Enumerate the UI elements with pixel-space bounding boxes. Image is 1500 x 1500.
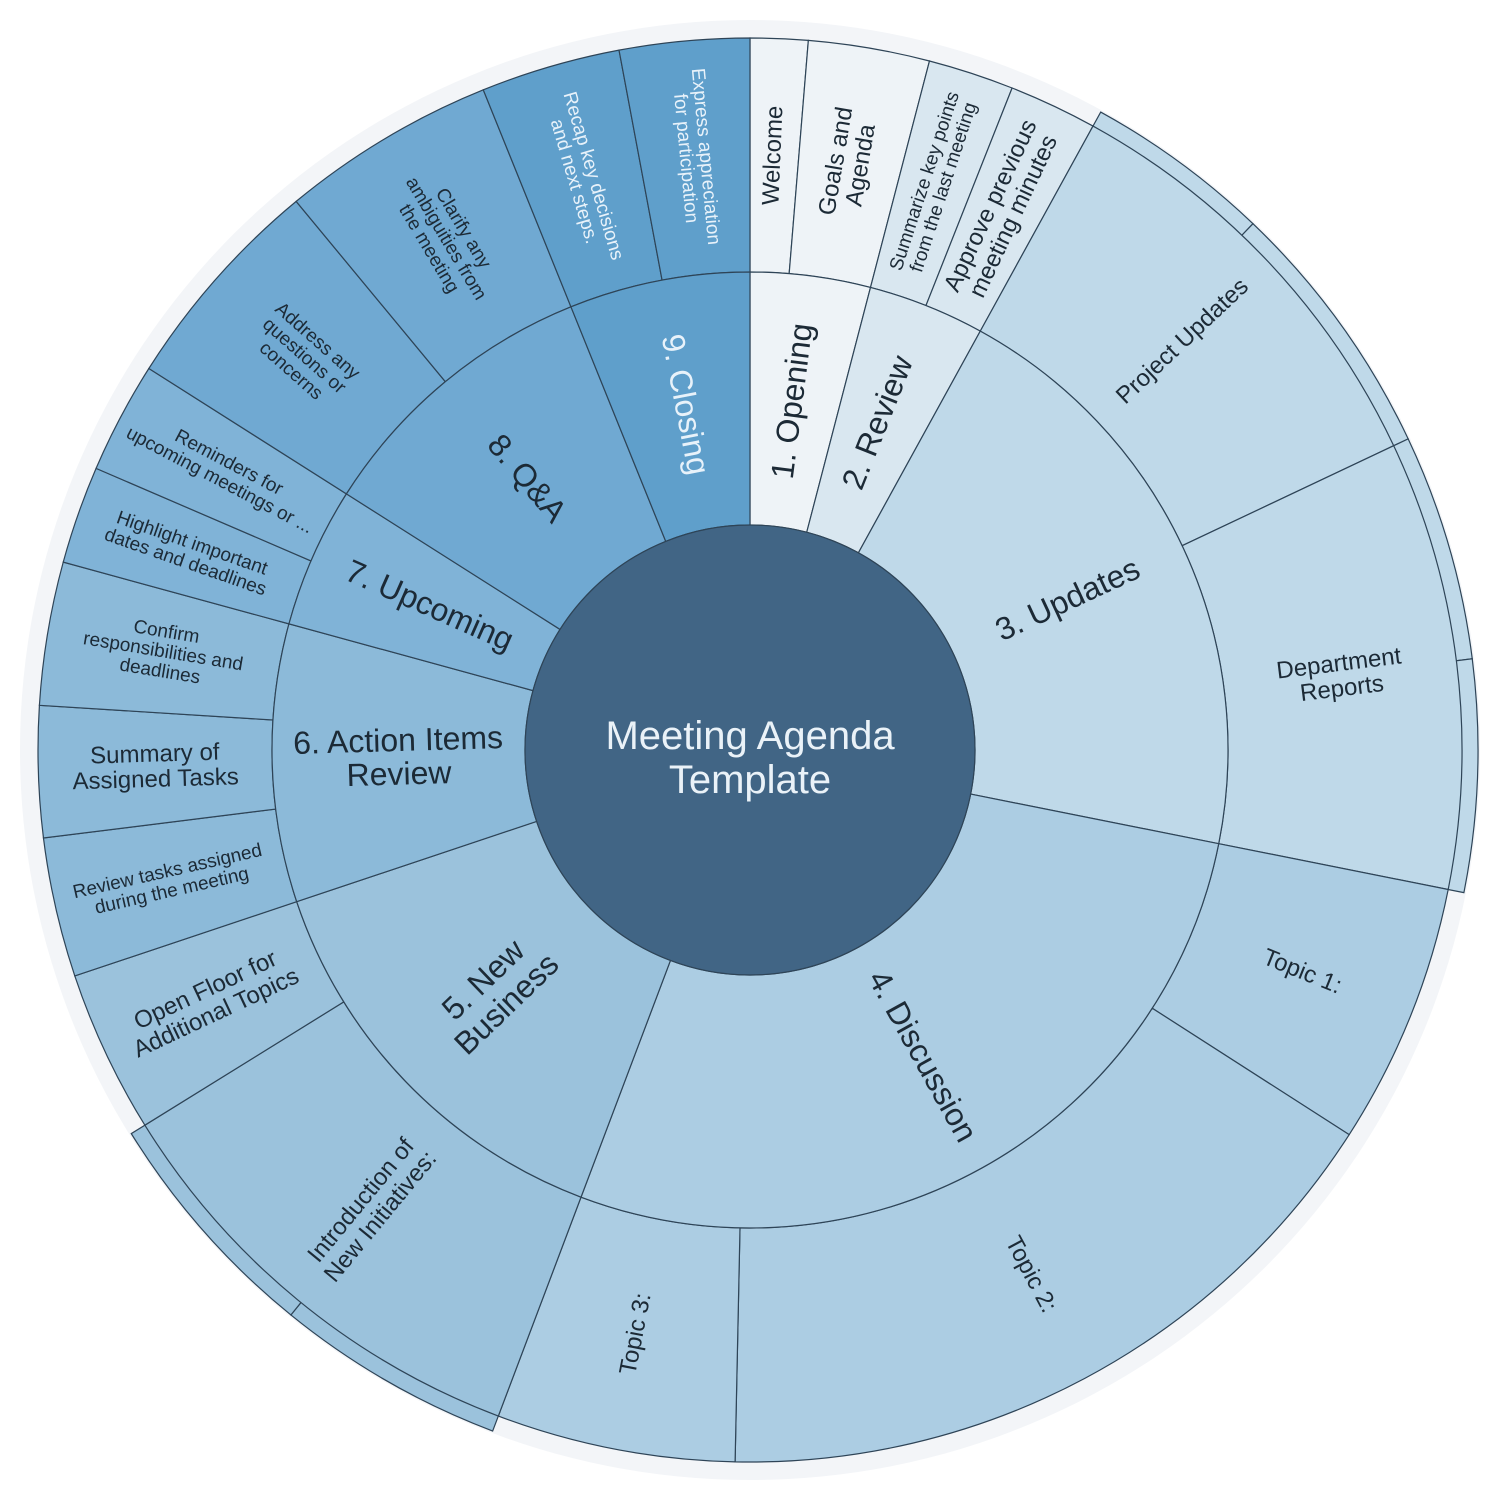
segment-label-level1: 6. Action ItemsReview [293,720,505,795]
segment-label-level2: Summary ofAssigned Tasks [71,738,239,795]
center-node[interactable] [524,524,976,976]
segment-label-level2: Welcome [758,105,789,206]
